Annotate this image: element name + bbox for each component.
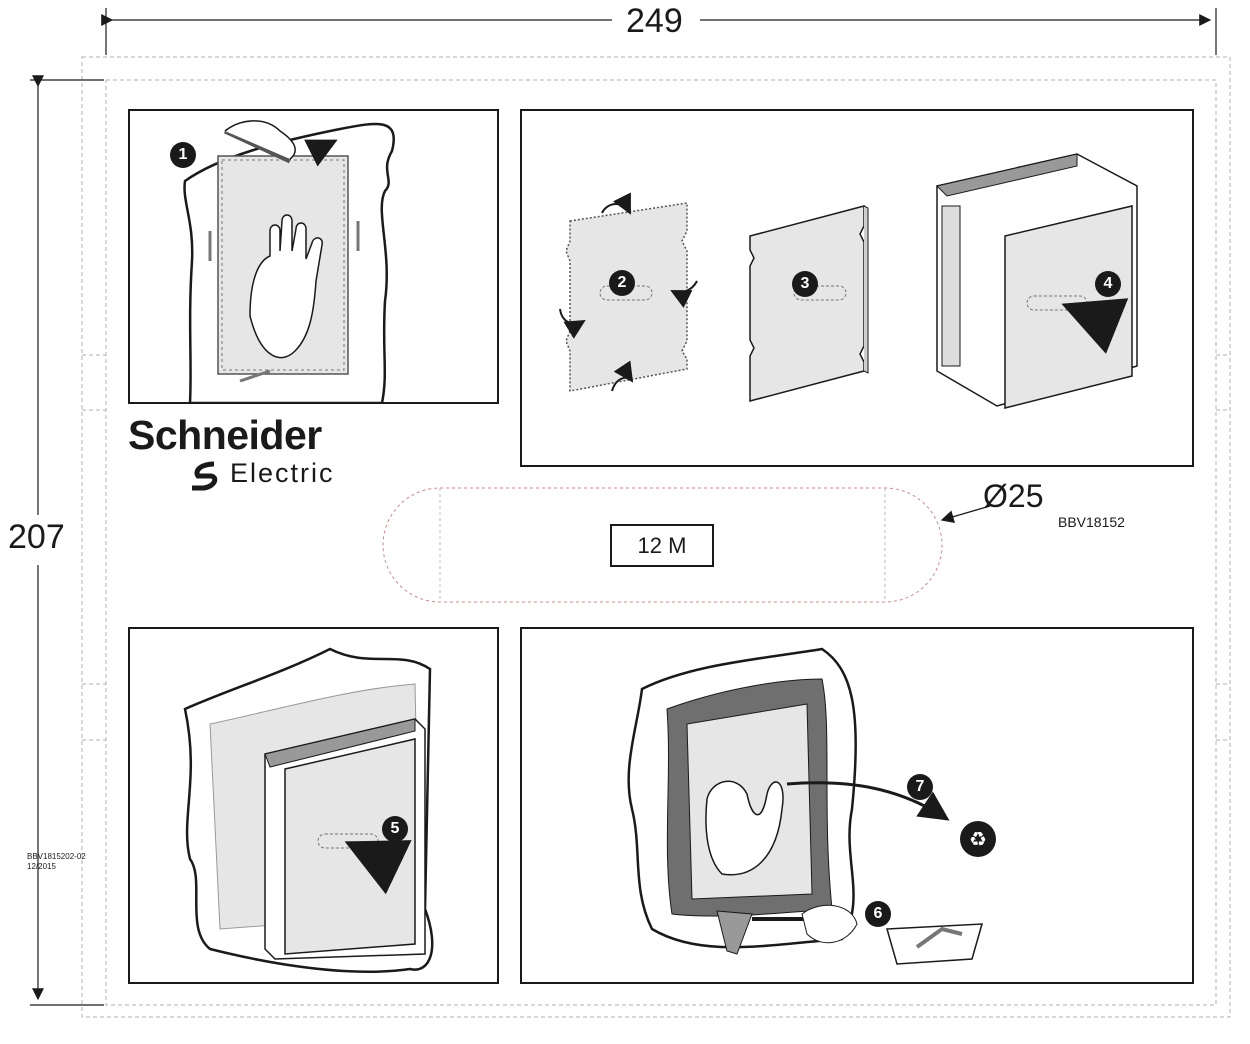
step-3-badge: 3 [792, 271, 818, 297]
step-5-badge: 5 [382, 816, 408, 842]
template-sheet-icon [749, 205, 869, 402]
brand-logo: Schneider Electric [128, 412, 378, 492]
step-6-badge: 6 [865, 901, 891, 927]
width-dimension-label: 249 [622, 2, 687, 41]
step-4-badge: 4 [1095, 271, 1121, 297]
box-in-wall-icon [183, 647, 434, 973]
part-number-label: BBV18152 [1058, 514, 1125, 530]
diameter-label: Ø25 [983, 478, 1044, 514]
module-count-box: 12 M [610, 524, 714, 567]
brand-sub: Electric [230, 458, 335, 488]
step-7-badge: 7 [907, 774, 933, 800]
schneider-electric-logo-icon [192, 461, 218, 491]
step-2-badge: 2 [609, 270, 635, 296]
document-date: 12/2015 [27, 862, 56, 871]
document-reference: BBV1815202-02 [27, 852, 86, 861]
place-in-box-icon [936, 153, 1138, 409]
step-1-badge: 1 [170, 142, 196, 168]
hand-marking-template-icon [183, 120, 395, 402]
trowel-plaster-icon [627, 647, 984, 965]
step-1-panel: 1 [128, 109, 499, 404]
steps-2-4-panel: 2 3 4 [520, 109, 1194, 467]
height-dimension-label: 207 [6, 518, 67, 557]
fold-template-icon [559, 192, 698, 392]
recycle-bin-icon: ♻ [960, 821, 996, 857]
brand-name: Schneider [128, 412, 322, 458]
steps-6-7-panel: 6 7 ♻ [520, 627, 1194, 984]
step-5-panel: 5 [128, 627, 499, 984]
